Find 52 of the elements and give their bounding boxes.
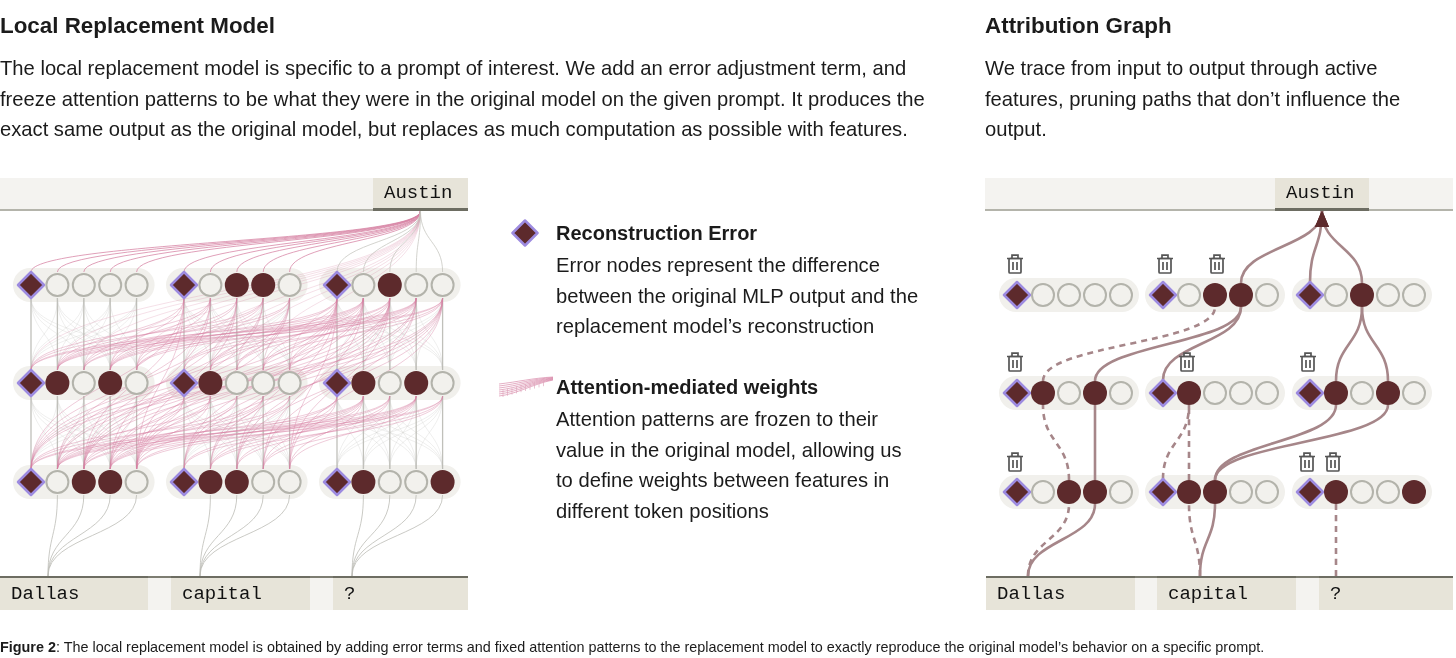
- connector: [1026, 503, 1097, 577]
- arrow: [1316, 210, 1364, 284]
- dashed-connector: [1041, 404, 1071, 481]
- dashed-connector: [1187, 405, 1191, 480]
- connector: [1161, 306, 1243, 381]
- error-diamond: [1297, 282, 1323, 308]
- connector: [1360, 306, 1390, 382]
- feature-circle: [1057, 480, 1081, 504]
- feature-circle: [1177, 480, 1201, 504]
- feature-circle: [1324, 480, 1348, 504]
- feature-circle: [1324, 381, 1348, 405]
- output-token: Austin: [1275, 178, 1369, 211]
- feature-circle: [1031, 381, 1055, 405]
- feature-circle: [1083, 381, 1107, 405]
- connector: [1093, 405, 1097, 480]
- feature-circle: [1402, 480, 1426, 504]
- input-token: capital: [171, 576, 310, 610]
- error-diamond: [1004, 282, 1030, 308]
- input-token: Dallas: [0, 576, 148, 610]
- error-diamond: [1297, 479, 1323, 505]
- dashed-connector: [1334, 504, 1338, 576]
- error-diamond: [1150, 479, 1176, 505]
- feature-circle: [1229, 283, 1253, 307]
- error-diamond: [1297, 380, 1323, 406]
- legend-description: Attention patterns are frozen to their value in the original model, allowing us to define weights between features in different token positions: [556, 407, 903, 524]
- description-paragraph: The local replacement model is specific to a prompt of interest. We add an error adjustment term, and freeze attention patterns to be what they were in the original model on the given prompt. It produces the exact same output as the original model, but replaces as much computation as possible with features.: [0, 56, 925, 142]
- error-diamond: [1004, 380, 1030, 406]
- legend-label: Attention-mediated weights: [556, 375, 819, 399]
- figure-caption: Figure 2: The local replacement model is obtained by adding error terms and fixed attention patterns to the replacement model to exactly reproduce the original model’s behavior on a specific prompt.: [0, 639, 1265, 656]
- legend-description: Error nodes represent the difference between the original MLP output and the replacement model’s reconstruction: [556, 253, 920, 339]
- feature-circle: [1177, 381, 1201, 405]
- input-token: capital: [1157, 576, 1296, 610]
- error-diamond: [1004, 479, 1030, 505]
- section-heading: Attribution Graph: [985, 12, 1172, 39]
- feature-circle: [1203, 283, 1227, 307]
- error-diamond: [1150, 380, 1176, 406]
- feature-circle: [1376, 381, 1400, 405]
- legend-label: Reconstruction Error: [556, 221, 758, 245]
- error-diamond: [1150, 282, 1176, 308]
- input-token: ?: [333, 576, 468, 610]
- connector: [1213, 404, 1390, 481]
- feature-circle: [1203, 480, 1227, 504]
- dashed-connector: [1041, 306, 1217, 382]
- output-token: Austin: [373, 178, 468, 211]
- feature-circle: [1083, 480, 1107, 504]
- feature-circle: [1350, 283, 1374, 307]
- section-heading: Local Replacement Model: [0, 12, 275, 39]
- description-paragraph: We trace from input to output through active features, pruning paths that don’t influence the output.: [985, 56, 1402, 142]
- dashed-connector: [1161, 404, 1191, 480]
- connector: [1198, 503, 1217, 577]
- input-token: ?: [1319, 576, 1453, 610]
- input-token: Dallas: [986, 576, 1135, 610]
